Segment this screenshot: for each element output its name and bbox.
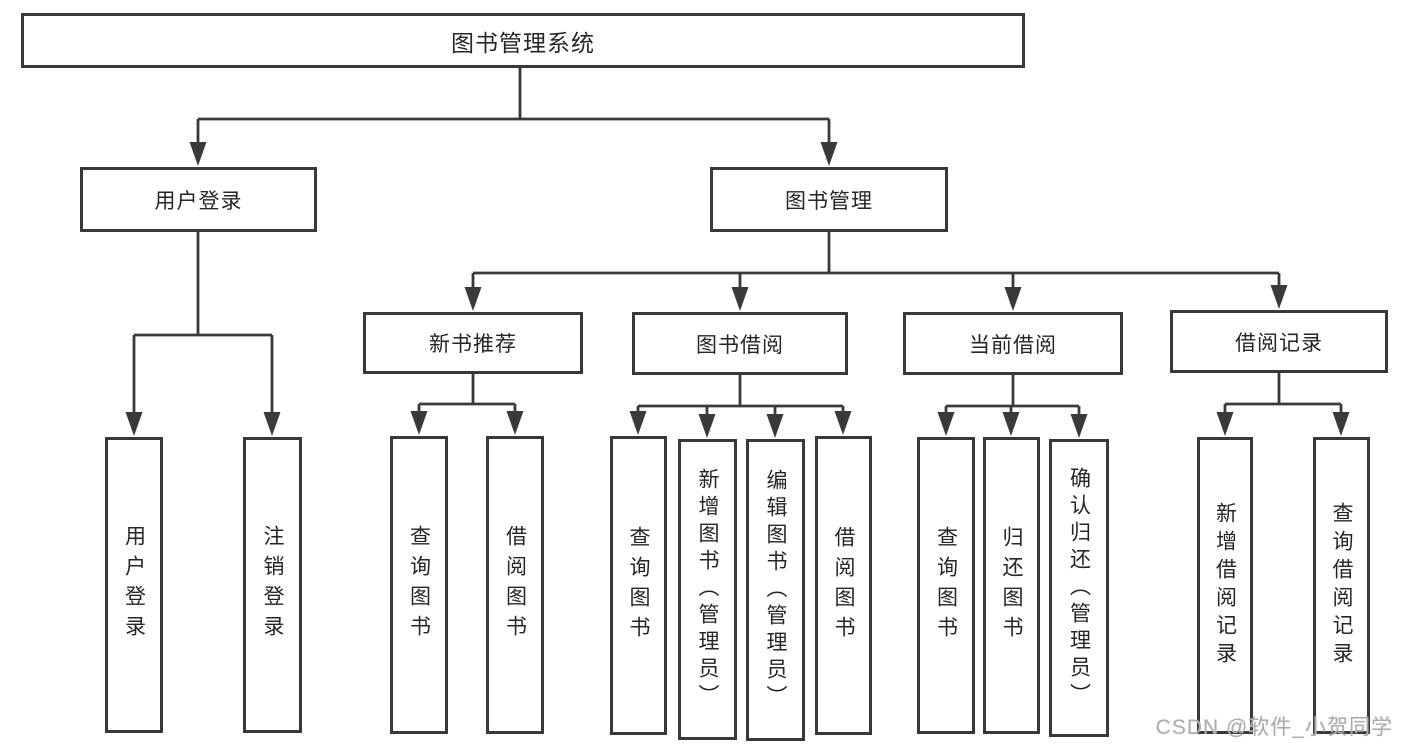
node-label: 新增图书（管理员）: [696, 468, 719, 711]
node-logout: 注销登录: [243, 437, 302, 733]
arrowhead-icon: [766, 414, 784, 438]
node-label: 注销登录: [261, 525, 284, 645]
node-label: 借阅图书: [503, 525, 527, 645]
node-label: 借阅记录: [1235, 331, 1323, 355]
node-label: 查询图书: [934, 525, 958, 646]
node-label: 查询借阅记录: [1330, 501, 1353, 670]
arrowhead-icon: [820, 142, 838, 166]
node-label: 用户登录: [122, 525, 146, 645]
arrowhead-icon: [263, 412, 281, 436]
node-user-login-module: 用户登录: [80, 167, 317, 232]
arrowhead-icon: [834, 411, 852, 435]
node-borrow-books-recommend: 借阅图书: [486, 436, 544, 734]
arrowhead-icon: [629, 411, 647, 435]
node-label: 新书推荐: [429, 333, 517, 356]
node-library-system: 图书管理系统: [21, 13, 1025, 68]
arrowhead-icon: [1070, 414, 1088, 438]
arrowhead-icon: [464, 287, 482, 311]
node-edit-books-admin: 编辑图书（管理员）: [746, 439, 805, 741]
arrowhead-icon: [506, 411, 524, 435]
arrowhead-icon: [698, 414, 716, 438]
node-return-books: 归还图书: [983, 437, 1040, 734]
node-label: 图书管理系统: [451, 29, 595, 56]
node-new-book-recommend: 新书推荐: [363, 312, 583, 374]
arrowhead-icon: [937, 412, 955, 436]
node-query-books-borrowing: 查询图书: [610, 436, 667, 735]
csdn-watermark: CSDN @软件_小贺同学: [1155, 716, 1393, 739]
node-borrow-books: 借阅图书: [815, 436, 872, 735]
arrowhead-icon: [731, 287, 749, 311]
node-label: 图书管理: [785, 189, 873, 213]
node-label: 图书借阅: [696, 333, 784, 357]
node-label: 确认归还（管理员）: [1067, 466, 1091, 710]
arrowhead-icon: [125, 412, 143, 436]
node-add-borrow-record: 新增借阅记录: [1197, 437, 1253, 734]
node-query-borrow-record: 查询借阅记录: [1313, 437, 1370, 734]
node-book-management: 图书管理: [710, 167, 948, 232]
arrowhead-icon: [410, 411, 428, 435]
node-confirm-return-admin: 确认归还（管理员）: [1049, 439, 1109, 737]
arrowhead-icon: [1270, 285, 1288, 309]
arrowhead-icon: [1216, 412, 1234, 436]
node-label: 借阅图书: [832, 525, 855, 646]
arrowhead-icon: [1332, 412, 1350, 436]
arrowhead-icon: [189, 142, 207, 166]
node-book-borrowing: 图书借阅: [632, 312, 848, 375]
node-label: 新增借阅记录: [1213, 501, 1237, 670]
node-label: 查询图书: [627, 525, 650, 646]
node-label: 用户登录: [154, 189, 243, 213]
node-query-books-recommend: 查询图书: [390, 436, 448, 734]
node-add-books-admin: 新增图书（管理员）: [678, 439, 737, 740]
arrowhead-icon: [1002, 412, 1020, 436]
node-user-login-leaf: 用户登录: [105, 437, 163, 733]
node-label: 当前借阅: [969, 333, 1057, 357]
node-label: 编辑图书（管理员）: [764, 468, 787, 712]
node-current-borrowing: 当前借阅: [903, 312, 1123, 375]
node-borrow-records: 借阅记录: [1170, 310, 1388, 373]
node-label: 归还图书: [1000, 525, 1023, 646]
node-label: 查询图书: [407, 525, 431, 645]
arrowhead-icon: [1004, 287, 1022, 311]
node-query-books-current: 查询图书: [917, 437, 975, 734]
